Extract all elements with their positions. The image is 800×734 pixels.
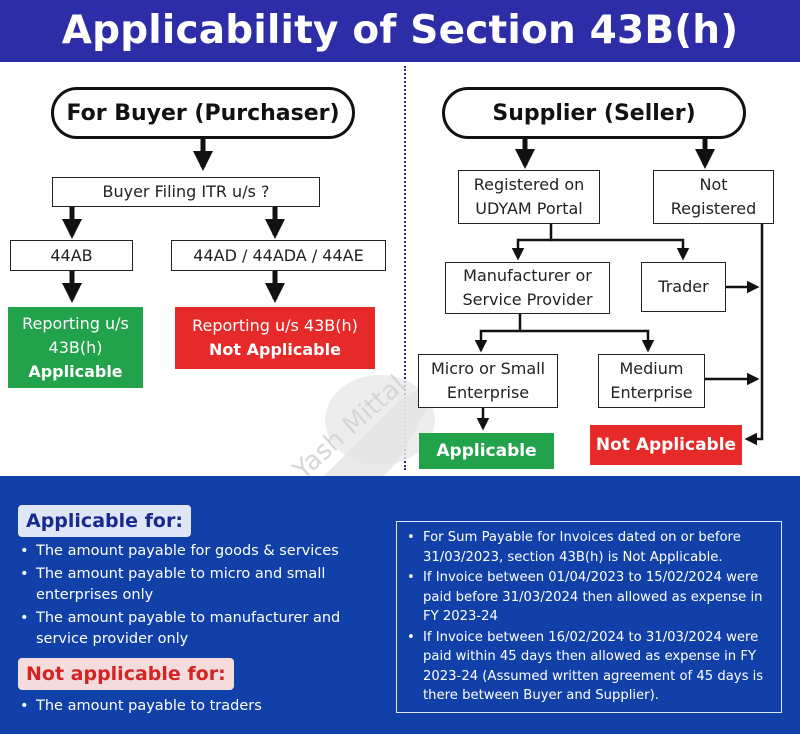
list-item: The amount payable for goods & services xyxy=(18,541,368,562)
not-applicable-for-heading: Not applicable for: xyxy=(18,658,234,690)
list-item: The amount payable to micro and small en… xyxy=(18,564,368,606)
box-line-1: Registered on xyxy=(473,175,585,194)
box-line-2: Enterprise xyxy=(446,383,530,402)
note-item: For Sum Payable for Invoices dated on or… xyxy=(405,528,773,567)
box-line-2: Service Provider xyxy=(462,290,593,309)
result-line-3: Applicable xyxy=(28,361,123,381)
box-line-1: Manufacturer or xyxy=(463,266,592,285)
result-line-1: Reporting u/s 43B(h) xyxy=(192,316,358,335)
buyer-result-not-applicable: Reporting u/s 43B(h) Not Applicable xyxy=(175,307,375,369)
buyer-result-applicable: Reporting u/s 43B(h) Applicable xyxy=(8,307,143,388)
option-44ad-box: 44AD / 44ADA / 44AE xyxy=(171,240,386,271)
note-item: If Invoice between 01/04/2023 to 15/02/2… xyxy=(405,568,773,627)
box-line-1: Micro or Small xyxy=(430,359,546,378)
box-line-1: Medium xyxy=(619,359,684,378)
manufacturer-box: Manufacturer or Service Provider xyxy=(445,262,610,314)
notes-box: For Sum Payable for Invoices dated on or… xyxy=(396,521,782,713)
page-title: Applicability of Section 43B(h) xyxy=(0,0,800,62)
applicable-for-heading: Applicable for: xyxy=(18,505,191,537)
not-registered-box: Not Registered xyxy=(653,170,774,224)
trader-box: Trader xyxy=(641,262,726,312)
not-applicable-for-list: The amount payable to traders xyxy=(18,696,368,719)
supplier-result-not-applicable: Not Applicable xyxy=(590,425,742,465)
option-44ab-box: 44AB xyxy=(10,240,133,271)
medium-box: Medium Enterprise xyxy=(598,354,705,408)
result-line-2: Not Applicable xyxy=(209,340,341,359)
buyer-heading: For Buyer (Purchaser) xyxy=(51,87,355,139)
result-line-1: Reporting u/s xyxy=(22,313,129,333)
list-item: The amount payable to manufacturer and s… xyxy=(18,608,368,650)
micro-small-box: Micro or Small Enterprise xyxy=(418,354,558,408)
filing-question-box: Buyer Filing ITR u/s ? xyxy=(52,177,320,207)
list-item: The amount payable to traders xyxy=(18,696,368,717)
box-line-2: Registered xyxy=(670,199,757,218)
box-line-2: UDYAM Portal xyxy=(475,199,583,218)
result-line-2: 43B(h) xyxy=(48,337,103,357)
column-divider xyxy=(404,66,406,470)
supplier-result-applicable: Applicable xyxy=(419,433,554,469)
note-item: If Invoice between 16/02/2024 to 31/03/2… xyxy=(405,628,773,706)
box-line-2: Enterprise xyxy=(610,383,693,402)
box-line-1: Not xyxy=(699,175,728,194)
registered-udyam-box: Registered on UDYAM Portal xyxy=(458,170,600,224)
applicable-for-list: The amount payable for goods & services … xyxy=(18,541,368,652)
supplier-heading: Supplier (Seller) xyxy=(442,87,746,139)
notes-list: For Sum Payable for Invoices dated on or… xyxy=(405,528,773,706)
